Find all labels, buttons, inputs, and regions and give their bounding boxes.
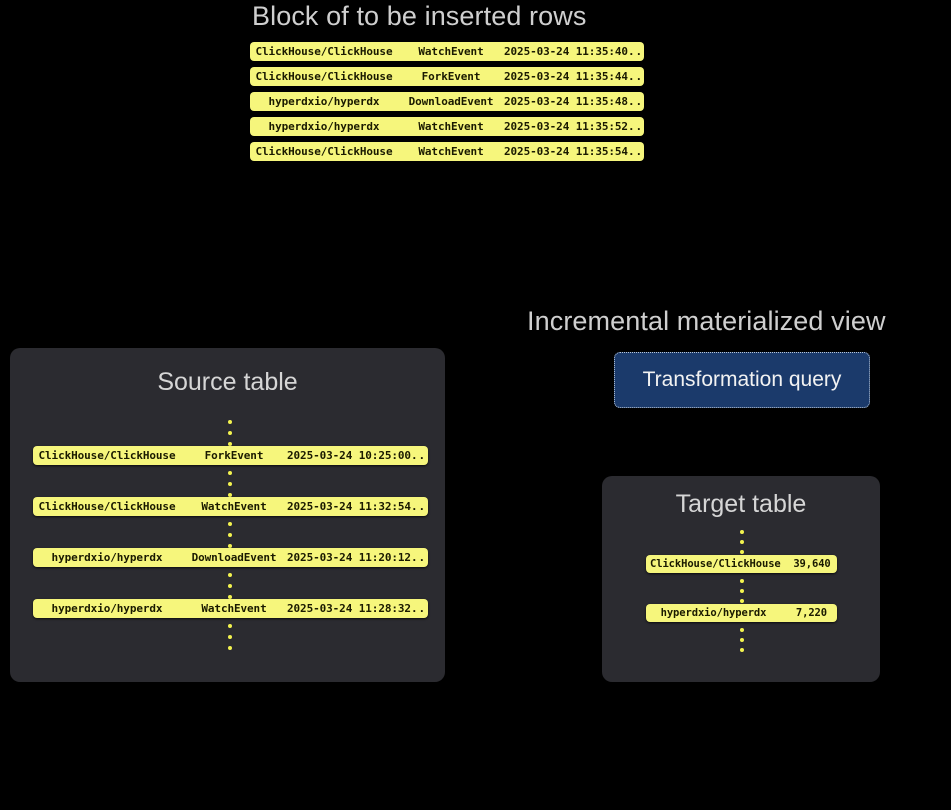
row-more-ellipsis: ... bbox=[410, 500, 428, 513]
row-repo: hyperdxio/hyperdx bbox=[51, 602, 163, 615]
row-event: DownloadEvent bbox=[408, 95, 494, 108]
row-time: 2025-03-24 11:20:12 bbox=[287, 551, 411, 564]
block-row: ClickHouse/ClickHouse ForkEvent 2025-03-… bbox=[250, 67, 644, 86]
block-row: ClickHouse/ClickHouse WatchEvent 2025-03… bbox=[250, 42, 644, 61]
dot bbox=[740, 628, 744, 632]
row-event: WatchEvent bbox=[201, 500, 267, 513]
source-table-title: Source table bbox=[157, 368, 298, 396]
row-time: 2025-03-24 10:25:00 bbox=[287, 449, 411, 462]
source-row: hyperdxio/hyperdx WatchEvent 2025-03-24 … bbox=[33, 599, 428, 618]
row-time: 2025-03-24 11:28:32 bbox=[287, 602, 411, 615]
row-time: 2025-03-24 11:35:52 bbox=[504, 120, 628, 133]
row-repo: ClickHouse/ClickHouse bbox=[650, 558, 781, 570]
row-more-ellipsis: ... bbox=[627, 95, 644, 108]
transformation-query-box[interactable]: Transformation query bbox=[614, 352, 870, 408]
dot bbox=[740, 589, 744, 593]
source-table-panel: Source table ClickHouse/ClickHouse ForkE… bbox=[10, 348, 445, 682]
dot bbox=[228, 442, 232, 446]
source-row: ClickHouse/ClickHouse WatchEvent 2025-03… bbox=[33, 497, 428, 516]
block-row: ClickHouse/ClickHouse WatchEvent 2025-03… bbox=[250, 142, 644, 161]
target-row: ClickHouse/ClickHouse 39,640 bbox=[646, 555, 837, 573]
dot bbox=[228, 635, 232, 639]
row-more-ellipsis: ... bbox=[627, 70, 644, 83]
row-time: 2025-03-24 11:35:44 bbox=[504, 70, 628, 83]
source-row: ClickHouse/ClickHouse ForkEvent 2025-03-… bbox=[33, 446, 428, 465]
dot bbox=[740, 540, 744, 544]
row-repo: ClickHouse/ClickHouse bbox=[255, 145, 393, 158]
row-event: WatchEvent bbox=[418, 45, 484, 58]
dot bbox=[228, 584, 232, 588]
row-more-ellipsis: ... bbox=[410, 602, 428, 615]
dot bbox=[740, 638, 744, 642]
row-repo: hyperdxio/hyperdx bbox=[268, 120, 380, 133]
dot bbox=[228, 544, 232, 548]
dot bbox=[740, 550, 744, 554]
row-repo: ClickHouse/ClickHouse bbox=[255, 45, 393, 58]
row-event: DownloadEvent bbox=[191, 551, 277, 564]
block-of-rows-heading: Block of to be inserted rows bbox=[252, 1, 587, 31]
row-event: WatchEvent bbox=[201, 602, 267, 615]
dot bbox=[228, 431, 232, 435]
row-time: 2025-03-24 11:35:54 bbox=[504, 145, 628, 158]
row-value: 7,220 bbox=[795, 607, 827, 619]
row-value: 39,640 bbox=[793, 558, 831, 570]
dot bbox=[228, 646, 232, 650]
dot bbox=[228, 493, 232, 497]
dot bbox=[740, 579, 744, 583]
row-more-ellipsis: ... bbox=[627, 45, 644, 58]
target-table-title: Target table bbox=[675, 490, 807, 518]
row-time: 2025-03-24 11:35:40 bbox=[504, 45, 628, 58]
target-row: hyperdxio/hyperdx 7,220 bbox=[646, 604, 837, 622]
target-table-panel: Target table ClickHouse/ClickHouse 39,64… bbox=[602, 476, 880, 682]
row-event: ForkEvent bbox=[204, 449, 264, 462]
dot bbox=[228, 522, 232, 526]
vertical-ellipsis bbox=[227, 420, 233, 446]
dot bbox=[740, 648, 744, 652]
row-repo: hyperdxio/hyperdx bbox=[268, 95, 380, 108]
materialized-view-heading: Incremental materialized view bbox=[527, 306, 886, 336]
vertical-ellipsis bbox=[227, 522, 233, 548]
dot bbox=[228, 573, 232, 577]
dot bbox=[228, 482, 232, 486]
row-repo: ClickHouse/ClickHouse bbox=[38, 449, 176, 462]
vertical-ellipsis bbox=[739, 530, 745, 554]
row-event: WatchEvent bbox=[418, 145, 484, 158]
row-time: 2025-03-24 11:35:48 bbox=[504, 95, 628, 108]
block-row: hyperdxio/hyperdx WatchEvent 2025-03-24 … bbox=[250, 117, 644, 136]
block-row: hyperdxio/hyperdx DownloadEvent 2025-03-… bbox=[250, 92, 644, 111]
vertical-ellipsis bbox=[739, 628, 745, 652]
row-more-ellipsis: ... bbox=[410, 551, 428, 564]
dot bbox=[228, 533, 232, 537]
vertical-ellipsis bbox=[739, 579, 745, 603]
dot bbox=[228, 420, 232, 424]
dot bbox=[228, 471, 232, 475]
dot bbox=[228, 624, 232, 628]
row-event: ForkEvent bbox=[421, 70, 481, 83]
row-repo: hyperdxio/hyperdx bbox=[51, 551, 163, 564]
row-more-ellipsis: ... bbox=[410, 449, 428, 462]
row-time: 2025-03-24 11:32:54 bbox=[287, 500, 411, 513]
source-row: hyperdxio/hyperdx DownloadEvent 2025-03-… bbox=[33, 548, 428, 567]
vertical-ellipsis bbox=[227, 573, 233, 599]
row-repo: ClickHouse/ClickHouse bbox=[255, 70, 393, 83]
row-repo: hyperdxio/hyperdx bbox=[660, 607, 767, 619]
row-repo: ClickHouse/ClickHouse bbox=[38, 500, 176, 513]
row-more-ellipsis: ... bbox=[627, 120, 644, 133]
dot bbox=[740, 530, 744, 534]
vertical-ellipsis bbox=[227, 471, 233, 497]
row-more-ellipsis: ... bbox=[627, 145, 644, 158]
dot bbox=[228, 595, 232, 599]
dot bbox=[740, 599, 744, 603]
vertical-ellipsis bbox=[227, 624, 233, 650]
row-event: WatchEvent bbox=[418, 120, 484, 133]
